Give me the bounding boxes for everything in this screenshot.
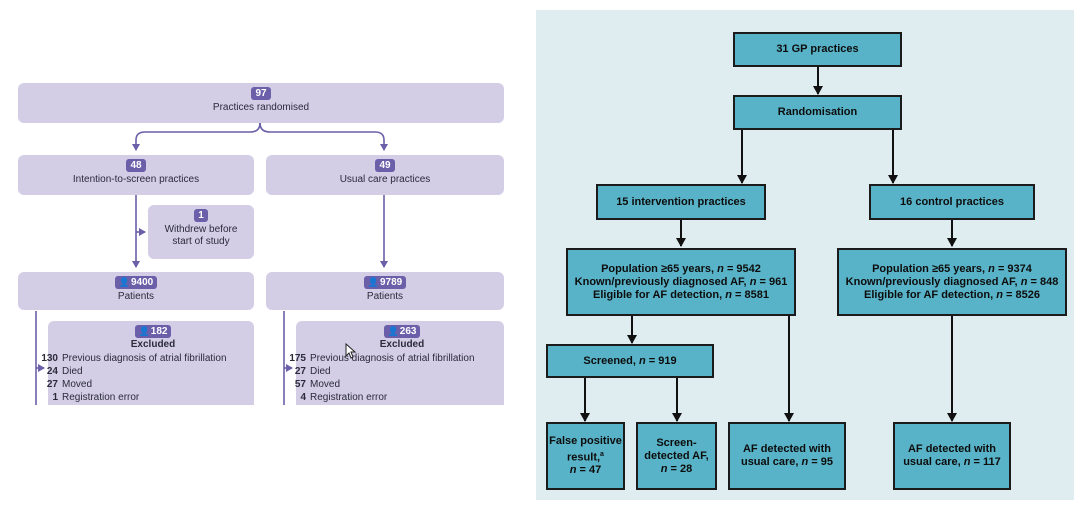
usual-patients-label: Patients [366, 291, 404, 302]
screen-arm-count-badge: 48 [126, 159, 146, 172]
control-label: 16 control practices [900, 195, 1004, 208]
ctl-usual-care-text: AF detected with usual care, n = 117 [903, 443, 1001, 468]
screen-arm-label: Intention-to-screen practices [72, 174, 200, 185]
usual-patients-count: 9789 [379, 277, 403, 288]
crop-mask [0, 405, 520, 513]
int-population-box: Population ≥65 years, n = 9542 Known/pre… [566, 248, 796, 316]
usual-arm-label: Usual care practices [339, 174, 431, 185]
usual-excluded-badge: 👤263 [383, 325, 421, 338]
right-connectors [580, 67, 957, 422]
usual-arm-count-badge: 49 [375, 159, 395, 172]
ctl-population-text: Population ≥65 years, n = 9374 Known/pre… [845, 262, 1059, 301]
randomised-label: Practices randomised [212, 102, 310, 113]
intervention-box: 15 intervention practices [596, 184, 766, 220]
person-icon: 👤 [367, 277, 379, 287]
withdrew-label: Withdrew before start of study [164, 224, 238, 247]
randomisation-box: Randomisation [733, 95, 902, 130]
arrow-to-screen-arm [132, 122, 261, 151]
screen-detected-text: Screen- detected AF, n = 28 [644, 436, 709, 475]
person-icon: 👤 [387, 326, 399, 336]
screen-excluded-count: 182 [150, 326, 168, 337]
withdrew-count-badge: 1 [194, 209, 208, 222]
usual-excluded-count: 263 [399, 326, 417, 337]
randomisation-label: Randomisation [777, 106, 858, 118]
intervention-label: 15 intervention practices [616, 195, 746, 208]
randomised-count-badge: 97 [251, 87, 271, 100]
left-flow-diagram: 97 Practices randomised 48 Intention-to-… [0, 0, 520, 513]
arrow-to-usual-arm [259, 122, 388, 151]
mouse-cursor-icon [345, 343, 357, 359]
usual-excluded-title: Excluded [379, 339, 425, 350]
person-icon: 👤 [138, 326, 150, 336]
false-positive-text: False positive result,a n = 47 [549, 434, 622, 477]
left-connectors [35, 122, 388, 405]
ctl-usual-care-box: AF detected with usual care, n = 117 [893, 422, 1011, 490]
screen-patients-label: Patients [117, 291, 155, 302]
screen-excluded-badge: 👤182 [134, 325, 172, 338]
right-flow-diagram: 31 GP practices Randomisation 15 interve… [536, 10, 1074, 500]
screen-detected-box: Screen- detected AF, n = 28 [636, 422, 717, 490]
screen-patients-count: 9400 [130, 277, 154, 288]
int-usual-care-box: AF detected with usual care, n = 95 [728, 422, 846, 490]
screened-text: Screened, n = 919 [583, 354, 677, 367]
usual-patients-box: 👤9789 Patients [266, 272, 504, 310]
screen-arm-box: 48 Intention-to-screen practices [18, 155, 254, 195]
usual-arm-box: 49 Usual care practices [266, 155, 504, 195]
control-box: 16 control practices [869, 184, 1035, 220]
screen-patients-badge: 👤9400 [114, 276, 158, 289]
screen-excluded-title: Excluded [130, 339, 176, 350]
usual-patients-badge: 👤9789 [363, 276, 407, 289]
false-positive-box: False positive result,a n = 47 [546, 422, 625, 490]
screen-patients-box: 👤9400 Patients [18, 272, 254, 310]
ctl-population-box: Population ≥65 years, n = 9374 Known/pre… [837, 248, 1067, 316]
screened-box: Screened, n = 919 [546, 344, 714, 378]
int-population-text: Population ≥65 years, n = 9542 Known/pre… [574, 262, 788, 301]
gp-practices-label: 31 GP practices [776, 43, 859, 55]
person-icon: 👤 [118, 277, 130, 287]
practices-randomised-box: 97 Practices randomised [18, 83, 504, 123]
gp-practices-box: 31 GP practices [733, 32, 902, 67]
withdrew-box: 1 Withdrew before start of study [148, 205, 254, 259]
int-usual-care-text: AF detected with usual care, n = 95 [740, 443, 834, 468]
